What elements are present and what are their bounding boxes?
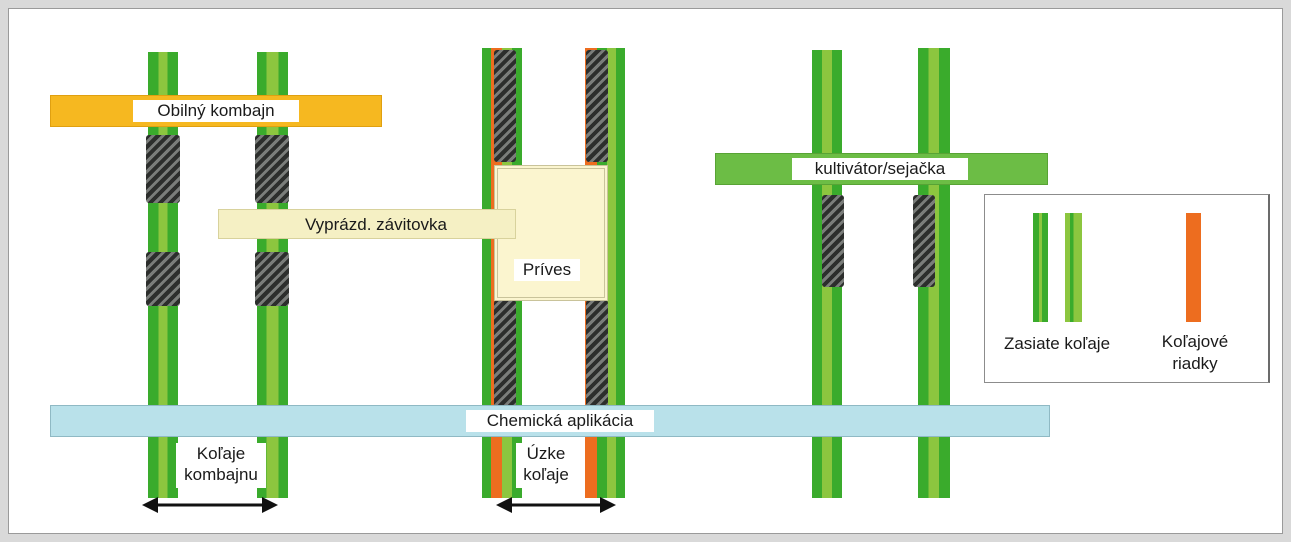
tire-icon <box>586 50 608 162</box>
auger-label: Vyprázd. závitovka <box>288 214 464 235</box>
tire-icon <box>146 135 180 203</box>
tire-icon <box>586 300 608 410</box>
chemical-label: Chemická aplikácia <box>466 410 654 432</box>
tire-icon <box>913 195 935 287</box>
legend-sown-track-swatch-dark <box>1033 213 1048 322</box>
narrow-tracks-label-line1: Úzke <box>516 443 576 464</box>
tire-icon <box>494 50 516 162</box>
tire-icon <box>494 300 516 410</box>
cultivator-label: kultivátor/sejačka <box>792 158 968 180</box>
trailer-label: Príves <box>514 259 580 281</box>
legend-tramline-swatch <box>1186 213 1201 322</box>
legend-sown-tracks-label: Zasiate koľaje <box>1003 334 1111 353</box>
legend: Zasiate koľaje Koľajové riadky <box>984 194 1270 383</box>
tire-icon <box>255 252 289 306</box>
combine-tracks-label-line1: Koľaje <box>176 443 266 464</box>
tire-icon <box>146 252 180 306</box>
tire-icon <box>255 135 289 203</box>
combine-width-arrow <box>142 497 278 513</box>
legend-sown-track-swatch-light <box>1065 213 1082 322</box>
legend-tramlines-label-line2: riadky <box>1172 354 1218 373</box>
combine-label: Obilný kombajn <box>133 100 299 122</box>
narrow-width-arrow <box>496 497 616 513</box>
narrow-tracks-label-line2: koľaje <box>516 464 576 488</box>
tire-icon <box>822 195 844 287</box>
combine-tracks-label-line2: kombajnu <box>176 464 266 488</box>
legend-tramlines-label-line1: Koľajové <box>1161 332 1229 351</box>
